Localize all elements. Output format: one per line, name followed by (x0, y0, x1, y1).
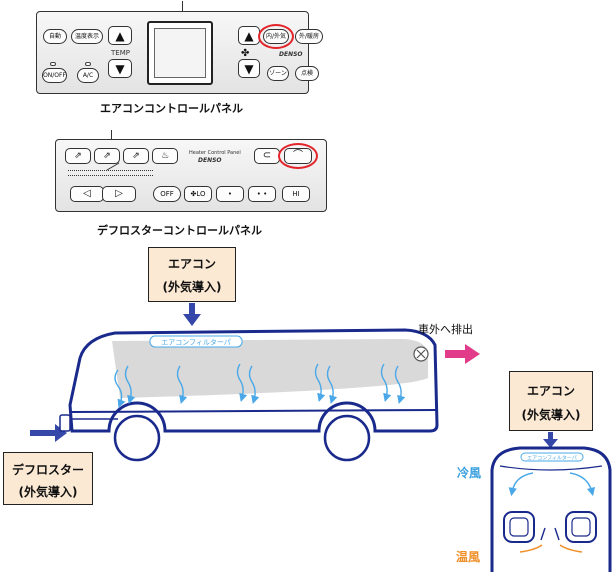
warm-airflow-lines (519, 544, 583, 553)
triangle-down-icon: ▼ (244, 61, 254, 76)
ac-intake-box-top: エアコン (外気導入) (148, 247, 236, 302)
fan-lo-button[interactable]: ✤LO (184, 186, 212, 202)
level-indicator-row (68, 170, 153, 176)
bus-front-view (490, 446, 612, 572)
cold-air-label: 冷風 (457, 466, 482, 480)
defroster-control-panel: ⇗ ⇗ ⇗ ♨ ◁ ▷ Heater Control Panel DENSO ⊂… (55, 130, 327, 212)
auto-button[interactable]: 自動 (43, 29, 67, 44)
check-label: 点検 (300, 69, 313, 77)
triangle-up-icon: ▲ (115, 28, 125, 43)
exhaust-arrow (445, 344, 480, 364)
off-label: OFF (160, 189, 174, 198)
defroster-box-line1: デフロスター (11, 463, 84, 477)
zone-button[interactable]: ゾーン (267, 66, 289, 81)
ac-box-line2: (外気導入) (162, 280, 222, 294)
fan-med1-button[interactable]: • (216, 186, 244, 202)
auto-label: 自動 (48, 32, 61, 40)
med2-label: • • (256, 189, 268, 198)
med1-label: • (227, 189, 233, 198)
vent-mode-2-button[interactable]: ⇗ (94, 148, 120, 164)
defroster-intake-box: デフロスター (外気導入) (3, 452, 93, 505)
defrost-heat-label: 外/暖房 (298, 32, 320, 40)
ac-label: A/C (82, 71, 94, 79)
temp-display-button[interactable]: 温度表示 (71, 29, 103, 44)
ac-panel-caption: エアコンコントロールパネル (100, 102, 243, 115)
onoff-button[interactable]: ON/OFF (42, 68, 67, 83)
recirc-highlight (258, 24, 294, 49)
ac-button[interactable]: A/C (77, 68, 99, 83)
defrost-heat-button[interactable]: 外/暖房 (295, 29, 323, 44)
ac-right-box-line1: エアコン (526, 384, 575, 398)
exhaust-fan-icon (413, 346, 429, 362)
defroster-intake-arrow (30, 424, 67, 442)
filter-pill (149, 335, 243, 348)
heater-panel-title: Heater Control Panel (189, 150, 241, 156)
defrost-mode-button[interactable]: ♨ (152, 148, 178, 164)
ac-led (85, 62, 91, 66)
display-screen (147, 21, 213, 85)
temp-left-button[interactable]: ◁ (70, 186, 104, 202)
triangle-up-icon: ▲ (244, 28, 254, 43)
ac-box-line1: エアコン (167, 257, 216, 271)
hi-label: HI (292, 189, 300, 198)
temp-up-button[interactable]: ▲ (108, 26, 132, 45)
arrow-right-icon: ▷ (115, 188, 123, 199)
airflow-lines (114, 363, 406, 408)
ac-panel-brand: DENSO (279, 51, 303, 58)
warm-air-label: 温風 (456, 550, 481, 564)
fan-down-button[interactable]: ▼ (238, 59, 260, 78)
temp-label: TEMP (111, 49, 130, 57)
panel-wire (111, 130, 112, 140)
ac-intake-arrow-top (183, 303, 201, 326)
filter-label-small: エアコンフィルターパ (527, 455, 577, 462)
filter-pill-small (520, 452, 584, 462)
defroster-box-line2: (外気導入) (18, 485, 78, 499)
bus-body (59, 328, 439, 462)
vent-mode-3-button[interactable]: ⇗ (123, 148, 149, 164)
defroster-panel-caption: デフロスターコントロールパネル (97, 224, 262, 237)
fan-small-icon: ✤ (190, 189, 197, 198)
ac-intake-arrow-right (543, 432, 558, 448)
ac-control-panel: 自動 温度表示 ▲ TEMP ▼ ON/OFF A/C ▲ ✤ ▼ 内/外気 外… (36, 1, 323, 94)
filter-label: エアコンフィルターパ (161, 338, 231, 347)
zone-label: ゾーン (269, 69, 287, 77)
fan-med2-button[interactable]: • • (248, 186, 276, 202)
ac-intake-box-right: エアコン (外気導入) (509, 371, 593, 431)
triangle-down-icon: ▼ (115, 61, 125, 76)
vent-mode-1-button[interactable]: ⇗ (65, 148, 91, 164)
temp-down-button[interactable]: ▼ (108, 59, 132, 78)
lo-label: LO (196, 189, 206, 198)
temp-right-button[interactable]: ▷ (102, 186, 136, 202)
temp-display-label: 温度表示 (74, 32, 99, 40)
onoff-label: ON/OFF (43, 71, 66, 79)
ac-right-box-line2: (外気導入) (521, 408, 581, 422)
cold-airflow-lines (508, 472, 596, 497)
fan-hi-button[interactable]: HI (282, 186, 310, 202)
exhaust-label: 車外へ排出 (418, 323, 473, 336)
heater-panel-brand: DENSO (198, 157, 222, 164)
fresh-air-highlight (278, 143, 318, 169)
onoff-led (50, 62, 56, 66)
panel-wire (182, 1, 183, 12)
check-button[interactable]: 点検 (295, 66, 319, 81)
off-button[interactable]: OFF (153, 186, 181, 202)
fan-icon: ✤ (241, 48, 250, 59)
arrow-left-icon: ◁ (83, 188, 91, 199)
